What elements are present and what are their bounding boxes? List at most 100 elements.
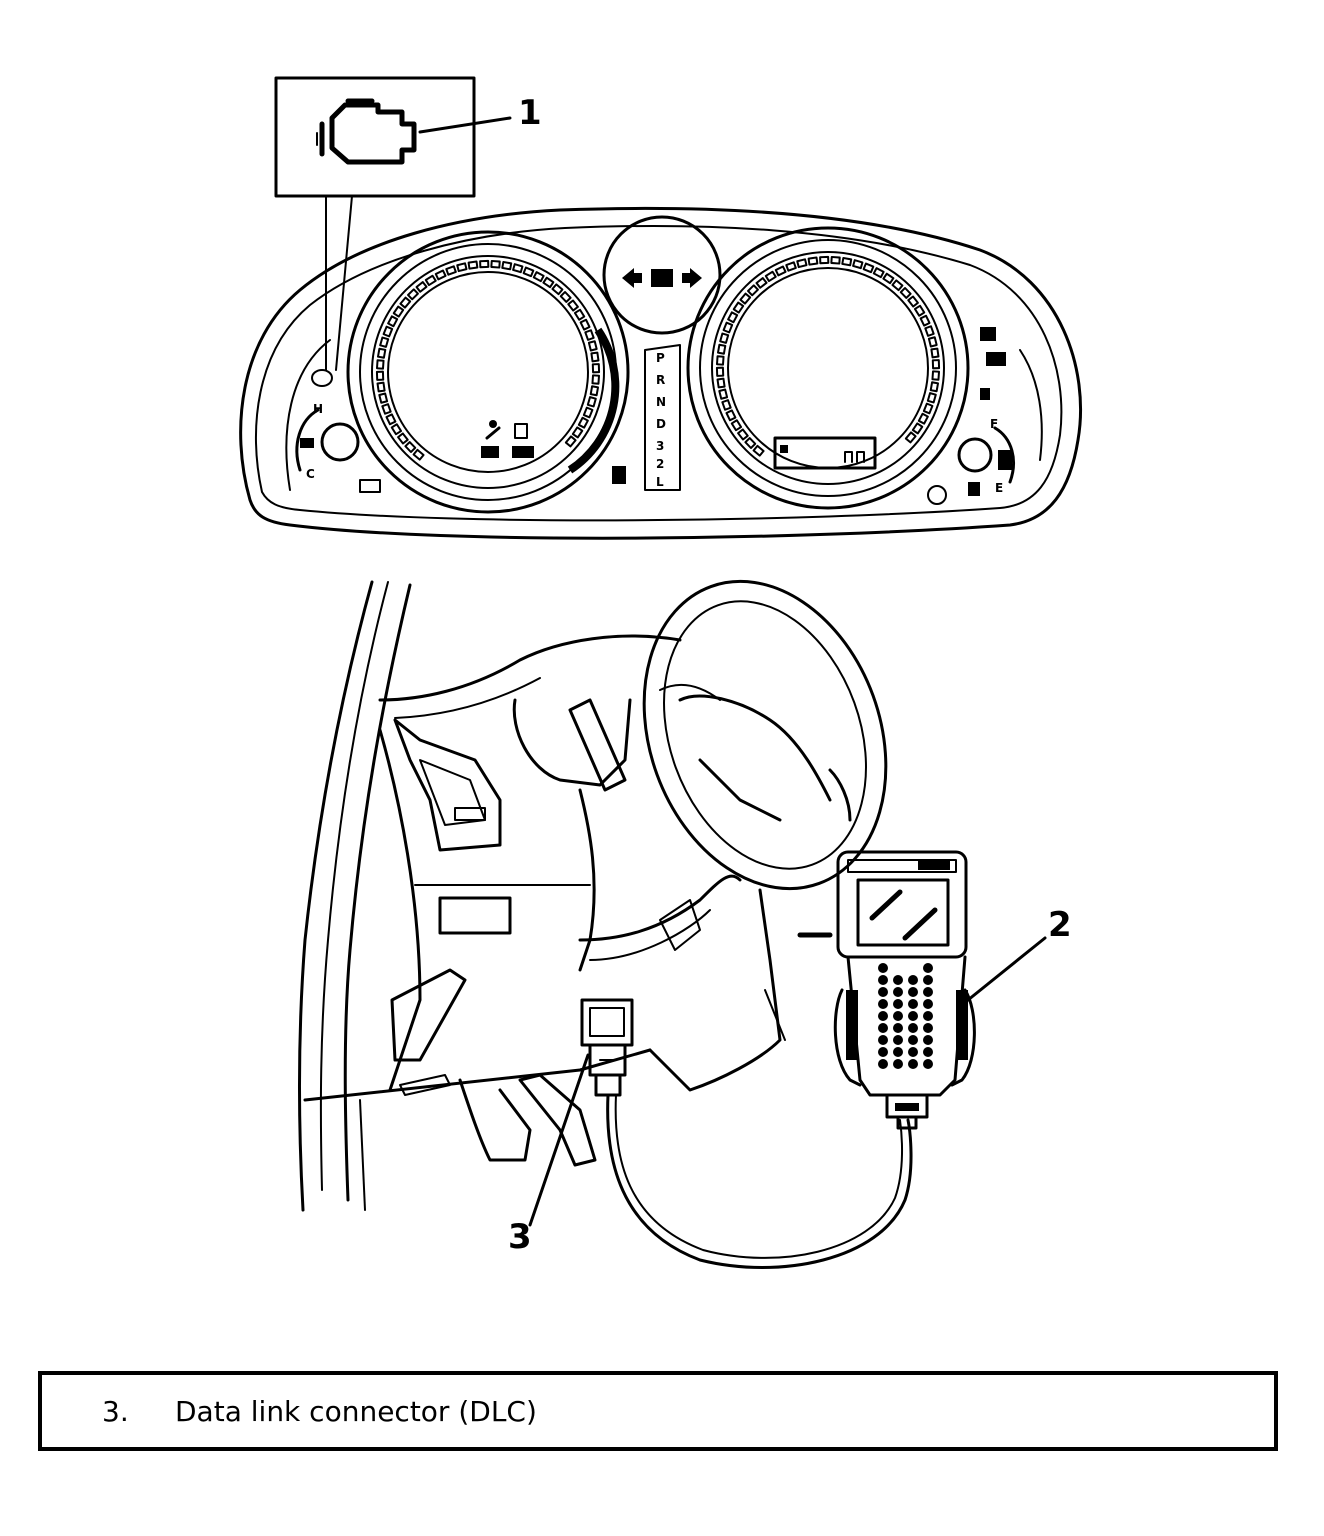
gear-2: 2 xyxy=(656,457,664,471)
gauge-tick xyxy=(922,402,934,415)
gauge-tick xyxy=(730,419,743,432)
keypad-key xyxy=(893,1011,903,1021)
gauge-tick xyxy=(930,347,940,359)
gauge-tick xyxy=(919,314,931,327)
gauge-tick xyxy=(904,431,917,444)
gauge-tick xyxy=(727,311,739,324)
gauge-tick xyxy=(719,332,730,344)
gauge-tick xyxy=(445,265,457,276)
gauge-tick xyxy=(564,435,577,448)
gauge-tick xyxy=(891,279,904,292)
gauge-tick xyxy=(591,374,601,385)
gauge-tick xyxy=(399,296,412,309)
seatbelt-warning-icon xyxy=(485,420,501,440)
gear-p: P xyxy=(656,351,665,365)
keypad-key xyxy=(893,999,903,1009)
gauge-tick xyxy=(375,359,385,370)
instrument-cluster: P R N D 3 2 L H C xyxy=(239,206,1083,540)
gear-indicator-column: P R N D 3 2 L xyxy=(612,344,681,491)
keypad-key xyxy=(923,1035,933,1045)
gauge-tick xyxy=(381,403,392,415)
gauge-tick xyxy=(582,406,594,419)
right-turn-arrow-icon xyxy=(690,268,702,288)
gauge-tick xyxy=(579,318,591,331)
scan-tool-cable xyxy=(606,1093,913,1269)
gauge-tick xyxy=(512,263,524,274)
gauge-tick xyxy=(456,262,468,273)
gauge-tick xyxy=(732,301,745,314)
gauge-tick xyxy=(721,399,732,411)
gauge-tick xyxy=(913,304,926,317)
gauge-tick xyxy=(467,260,479,270)
gauge-tick xyxy=(917,412,929,425)
fuel-empty-mark: E xyxy=(995,481,1003,495)
gauge-tick xyxy=(407,288,419,301)
gauge-tick xyxy=(567,299,579,312)
callout-1-leader xyxy=(418,116,512,134)
callout-2-leader xyxy=(966,936,1047,1002)
gauge-tick xyxy=(927,336,938,348)
legend-item-number: 3. xyxy=(102,1394,129,1428)
keypad-key xyxy=(923,1047,933,1057)
keypad-key xyxy=(893,975,903,985)
keypad-key xyxy=(878,1023,888,1033)
gauge-tick xyxy=(586,396,597,408)
callout-3-leader xyxy=(528,1053,590,1227)
gauge-tick xyxy=(392,305,405,318)
gauge-tick xyxy=(819,255,830,265)
gauge-tick xyxy=(931,370,941,381)
gauge-tick xyxy=(744,437,757,449)
gauge-tick xyxy=(375,370,385,381)
gear-d: D xyxy=(656,417,666,431)
gauge-tick xyxy=(882,272,895,285)
gauge-tick xyxy=(376,347,387,359)
gear-r: R xyxy=(656,373,665,387)
gauge-tick xyxy=(501,260,513,271)
gear-n: N xyxy=(656,395,666,409)
gauge-tick xyxy=(479,259,490,269)
temperature-gauge: H C xyxy=(295,369,381,493)
gauge-tick xyxy=(584,329,595,341)
keypad-key xyxy=(908,1035,918,1045)
keypad-key xyxy=(878,1059,888,1069)
odometer-display xyxy=(773,436,877,470)
keypad-key xyxy=(893,1047,903,1057)
left-turn-arrow-icon xyxy=(622,268,634,288)
gauge-tick xyxy=(571,426,584,439)
gauge-tick xyxy=(715,366,725,377)
gauge-tick xyxy=(716,377,726,389)
keypad-key xyxy=(923,975,933,985)
gauge-tick xyxy=(872,267,885,279)
keypad-key xyxy=(878,963,888,973)
gauge-tick xyxy=(907,295,919,308)
door-icon xyxy=(514,423,528,439)
gauge-tick xyxy=(764,270,777,283)
keypad-key xyxy=(908,1023,918,1033)
gauge-tick xyxy=(404,441,417,453)
airbag-icon xyxy=(481,446,499,458)
gauge-tick xyxy=(424,274,437,287)
keypad-key xyxy=(878,999,888,1009)
gauge-tick xyxy=(725,409,737,422)
keypad-key xyxy=(878,1035,888,1045)
gauge-tick xyxy=(390,423,403,436)
keypad-key xyxy=(908,975,918,985)
keypad-key xyxy=(893,1035,903,1045)
gauge-tick xyxy=(924,325,935,337)
gauge-tick xyxy=(862,262,875,274)
keypad-key xyxy=(893,987,903,997)
gauge-tick xyxy=(589,385,600,397)
gear-3: 3 xyxy=(656,439,664,453)
gauge-tick xyxy=(899,287,912,299)
temp-low-mark: C xyxy=(306,467,315,481)
gauge-tick xyxy=(415,281,428,293)
gauge-tick xyxy=(747,284,759,297)
gauge-tick xyxy=(796,258,808,269)
gauge-tick xyxy=(577,416,589,429)
fuel-pump-icon xyxy=(968,482,980,496)
keypad-key xyxy=(878,1047,888,1057)
gauge-tick xyxy=(715,355,725,366)
keypad-key xyxy=(908,1011,918,1021)
mil-lamp-location xyxy=(311,369,333,387)
gauge-tick xyxy=(931,359,941,370)
